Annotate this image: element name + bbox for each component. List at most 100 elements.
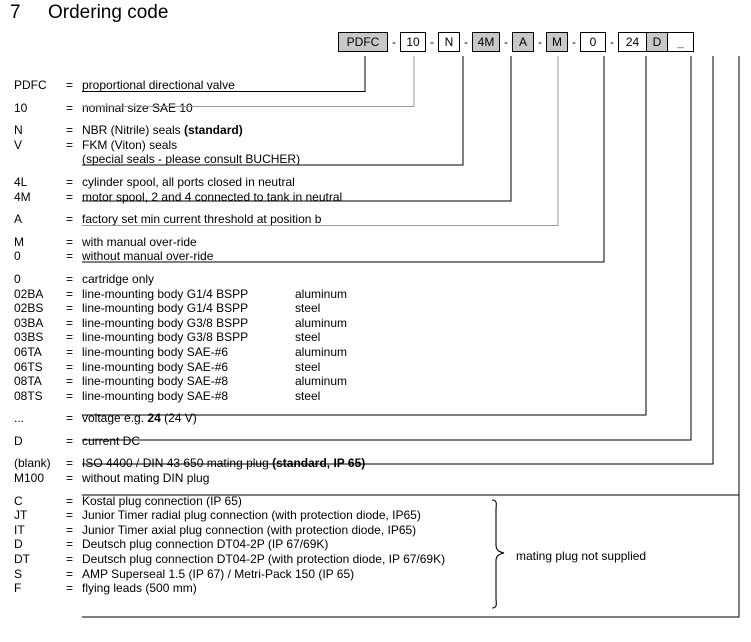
definition-row: C = Kostal plug connection (IP 65) (0, 494, 751, 509)
definition-equals: = (66, 552, 74, 567)
definition-material: steel (295, 330, 321, 345)
code-separator: - (430, 35, 434, 49)
definition-row: S=AMP Superseal 1.5 (IP 67) / Metri-Pack… (0, 567, 751, 582)
code-separator: - (464, 35, 468, 49)
definition-description: (special seals - please consult BUCHER) (82, 152, 301, 167)
definition-code: F (14, 581, 22, 596)
definition-equals: = (66, 286, 74, 301)
code-box-a: A (512, 32, 534, 52)
definition-material: aluminum (295, 344, 348, 359)
definition-code: JT (14, 508, 28, 523)
code-box-d: D (646, 32, 668, 52)
code-box-24: 24 (618, 32, 646, 52)
definition-equals: = (66, 456, 74, 471)
definition-code: 0 (14, 249, 21, 264)
definition-equals: = (66, 359, 74, 374)
definition-description: current DC (82, 433, 141, 448)
definition-description: line-mounting body G3/8 BSPP (82, 315, 249, 330)
definition-equals: = (66, 471, 74, 486)
definition-code: N (14, 123, 23, 138)
definition-description: without manual over-ride (82, 249, 214, 264)
definition-code: 03BS (14, 330, 44, 345)
definition-row: 4L=cylinder spool, all ports closed in n… (0, 175, 751, 190)
definition-description: nominal size SAE 10 (82, 100, 193, 115)
definition-description: Junior Timer axial plug connection (with… (82, 522, 417, 537)
definition-equals: = (66, 315, 74, 330)
definition-material: aluminum (295, 374, 348, 389)
definition-equals: = (66, 522, 74, 537)
code-box-m: M (546, 32, 568, 52)
definition-code: (blank) (14, 456, 51, 471)
code-separator: - (504, 35, 508, 49)
code-separator: - (610, 35, 614, 49)
definition-description: AMP Superseal 1.5 (IP 67) / Metri-Pack 1… (82, 566, 355, 581)
definition-description: Kostal plug connection (IP 65) (82, 493, 242, 508)
definition-material: steel (295, 388, 321, 403)
definition-equals: = (66, 234, 74, 249)
definition-row: (special seals - please consult BUCHER) (0, 152, 751, 167)
code-box-n: N (438, 32, 460, 52)
code-box-4m: 4M (472, 32, 500, 52)
definition-row: 4M=motor spool, 2 and 4 connected to tan… (0, 190, 751, 205)
definition-description: line-mounting body SAE-#8 (82, 388, 229, 403)
definition-code: M (14, 234, 24, 249)
definition-description: Deutsch plug connection DT04-2P (with pr… (82, 552, 446, 567)
definition-description: ISO 4400 / DIN 43 650 mating plug (stand… (82, 456, 366, 471)
definition-equals: = (66, 78, 74, 92)
definition-equals: = (66, 301, 74, 316)
definition-row: D=current DC (0, 434, 751, 449)
definition-row: 0=cartridge only (0, 272, 751, 287)
definition-code: C (14, 493, 23, 508)
definition-code: 03BA (14, 315, 44, 330)
definition-row: ... = voltage e.g. 24 (24 V) (0, 411, 751, 426)
definition-code: S (14, 566, 23, 581)
definition-code: 08TA (14, 374, 42, 389)
code-separator: - (572, 35, 576, 49)
definition-code: 06TA (14, 344, 42, 359)
section-number: 7 (10, 2, 21, 23)
definition-equals: = (66, 508, 74, 523)
code-box-0: 0 (580, 32, 606, 52)
code-separator: - (538, 35, 542, 49)
definition-equals: = (66, 411, 74, 426)
definition-equals: = (66, 249, 74, 264)
definition-description: line-mounting body SAE-#8 (82, 374, 229, 389)
definition-equals: = (66, 100, 74, 115)
definition-row: N=NBR (Nitrile) seals (standard) (0, 123, 751, 138)
definition-row: 0 = without manual over-ride (0, 249, 751, 264)
definition-code: A (14, 212, 23, 227)
definition-equals: = (66, 137, 74, 152)
definition-description: factory set min current threshold at pos… (82, 212, 322, 227)
definition-code: 0 (14, 271, 21, 286)
definition-description: Deutsch plug connection DT04-2P (IP 67/6… (82, 537, 329, 552)
definition-row: 06TS = line-mounting body SAE-#6 steel (0, 360, 751, 375)
definition-code: 06TS (14, 359, 43, 374)
definition-description: cylinder spool, all ports closed in neut… (82, 174, 295, 189)
definition-row: PDFC=proportional directional valve (0, 78, 751, 93)
definition-description: line-mounting body G3/8 BSPP (82, 330, 249, 345)
definition-description: line-mounting body SAE-#6 (82, 359, 229, 374)
definition-equals: = (66, 189, 74, 204)
code-box-pdfc: PDFC (338, 32, 388, 52)
definition-code: ... (14, 411, 25, 426)
definition-equals: = (66, 174, 74, 189)
definition-description: voltage e.g. 24 (24 V) (82, 411, 197, 426)
definition-material: steel (295, 301, 321, 316)
definition-row: JT=Junior Timer radial plug connection (… (0, 508, 751, 523)
definition-equals: = (66, 581, 74, 596)
definition-equals: = (66, 493, 74, 508)
definition-row: 10=nominal size SAE 10 (0, 101, 751, 116)
definition-material: steel (295, 359, 321, 374)
definition-description: line-mounting body G1/4 BSPP (82, 286, 249, 301)
definition-material: aluminum (295, 315, 348, 330)
definition-description: line-mounting body G1/4 BSPP (82, 301, 249, 316)
definition-description: flying leads (500 mm) (82, 581, 197, 596)
definition-row: M100=without mating DIN plug (0, 471, 751, 486)
definition-row: M=with manual over-ride (0, 235, 751, 250)
section-title: Ordering code (48, 2, 169, 23)
